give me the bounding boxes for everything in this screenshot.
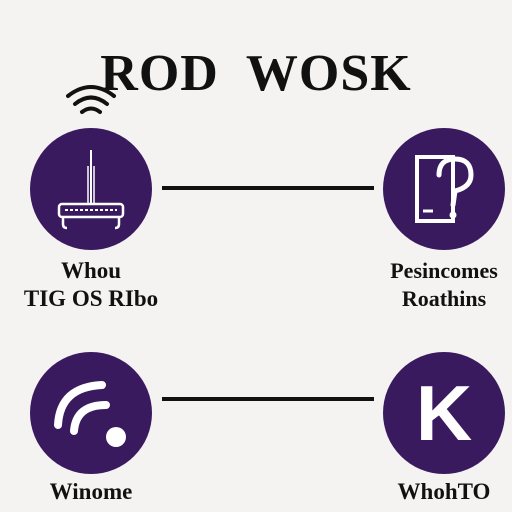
k-letter-icon: K: [415, 369, 473, 457]
diagram-title: ROD WOSK: [100, 45, 412, 102]
router-label-line1: Whou: [60, 258, 122, 283]
router-icon: [57, 150, 125, 230]
wifi-signal-icon: [66, 85, 116, 114]
connector-line-bottom: [162, 397, 374, 401]
router-label-line2: TIG OS RIbo: [23, 286, 159, 311]
k-node: K: [383, 352, 505, 474]
wifi-icon: [54, 381, 126, 447]
help-node: [383, 128, 505, 250]
help-label-line2: Roathins: [401, 286, 487, 311]
connector-line-top: [162, 186, 374, 190]
wifi-node: [30, 352, 152, 474]
phone-question-icon: [415, 155, 474, 223]
wifi-label: Winome: [49, 479, 133, 504]
router-node: [30, 128, 152, 250]
k-label: WhohTO: [397, 479, 491, 504]
help-label-line1: Pesincomes: [390, 258, 498, 283]
